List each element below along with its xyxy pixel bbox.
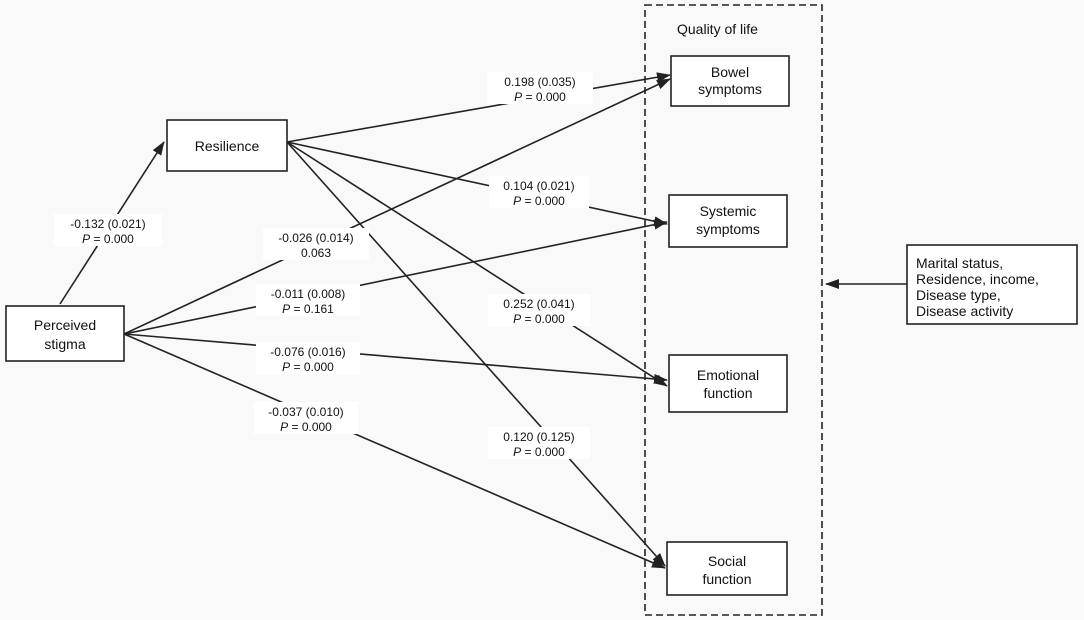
- edge-resilience-to-systemic: [286, 141, 668, 227]
- node-bowel-line-1: Bowel: [711, 64, 749, 80]
- edge-label-coef: -0.026 (0.014): [278, 231, 353, 245]
- node-covariates-line-4: Disease activity: [916, 303, 1013, 319]
- edge-label-resilience-to-systemic: 0.104 (0.021) P = 0.000: [489, 176, 589, 208]
- node-resilience: Resilience: [166, 119, 288, 172]
- node-perceived-stigma-line-1: Perceived: [34, 317, 96, 333]
- edge-label-stigma-to-bowel: -0.026 (0.014) 0.063: [263, 228, 369, 260]
- edge-label-stigma-to-resilience: -0.132 (0.021) P = 0.000: [54, 214, 162, 246]
- edge-label-p: P = 0.000: [513, 194, 565, 208]
- edges: [59, 72, 907, 569]
- edge-label-p: P = 0.000: [513, 445, 565, 459]
- edge-label-resilience-to-emotional: 0.252 (0.041) P = 0.000: [488, 294, 590, 326]
- edge-stigma-to-systemic: [123, 219, 668, 335]
- edge-label-stigma-to-emotional: -0.076 (0.016) P = 0.000: [256, 342, 360, 374]
- node-systemic-symptoms: Systemic symptoms: [668, 194, 788, 248]
- edge-label-p: P = 0.000: [82, 232, 134, 246]
- node-systemic-line-2: symptoms: [696, 221, 760, 237]
- node-emotional-function: Emotional function: [668, 354, 788, 413]
- edge-label-p: P = 0.000: [513, 312, 565, 326]
- node-perceived-stigma: Perceived stigma: [5, 305, 125, 362]
- edge-stigma-to-bowel: [123, 78, 671, 335]
- node-resilience-line-1: Resilience: [195, 138, 260, 154]
- group-title: Quality of life: [677, 21, 758, 37]
- edge-label-p: P = 0.000: [514, 90, 566, 104]
- edge-label-coef: 0.120 (0.125): [503, 430, 574, 444]
- node-covariates: Marital status, Residence, income, Disea…: [906, 244, 1078, 325]
- edge-stigma-to-social: [123, 333, 666, 569]
- edge-label-stigma-to-social: -0.037 (0.010) P = 0.000: [254, 402, 358, 434]
- edge-label-p: P = 0.000: [280, 420, 332, 434]
- quality-of-life-group: [644, 4, 823, 616]
- edge-resilience-to-social: [286, 141, 666, 567]
- node-emotional-line-1: Emotional: [697, 367, 759, 383]
- edge-label-p: P = 0.161: [282, 302, 334, 316]
- node-covariates-line-1: Marital status,: [916, 255, 1003, 271]
- edge-label-coef: -0.132 (0.021): [70, 217, 145, 231]
- edge-resilience-to-emotional: [286, 141, 668, 387]
- edge-label-coef: 0.104 (0.021): [503, 179, 574, 193]
- node-social-function: Social function: [666, 541, 788, 596]
- node-systemic-line-1: Systemic: [700, 203, 757, 219]
- edge-label-stigma-to-systemic: -0.011 (0.008) P = 0.161: [256, 284, 360, 316]
- node-emotional-line-2: function: [703, 385, 752, 401]
- node-covariates-line-2: Residence, income,: [916, 271, 1039, 287]
- node-bowel-line-2: symptoms: [698, 81, 762, 97]
- edge-label-coef: 0.252 (0.041): [503, 297, 574, 311]
- node-social-line-2: function: [702, 571, 751, 587]
- node-bowel-symptoms: Bowel symptoms: [670, 55, 790, 107]
- edge-label-p: 0.063: [301, 246, 331, 260]
- edge-label-coef: -0.011 (0.008): [271, 287, 346, 301]
- node-social-line-1: Social: [708, 553, 746, 569]
- edge-label-resilience-to-bowel: 0.198 (0.035) P = 0.000: [487, 72, 593, 104]
- edge-label-p: P = 0.000: [282, 360, 334, 374]
- node-covariates-line-3: Disease type,: [916, 287, 1001, 303]
- edge-label-coef: -0.037 (0.010): [268, 405, 343, 419]
- edge-resilience-to-bowel: [286, 72, 671, 143]
- edge-stigma-to-emotional: [123, 333, 668, 384]
- node-perceived-stigma-line-2: stigma: [44, 336, 85, 352]
- edge-label-resilience-to-social: 0.120 (0.125) P = 0.000: [488, 427, 590, 459]
- edge-label-coef: 0.198 (0.035): [504, 75, 575, 89]
- edge-label-coef: -0.076 (0.016): [270, 345, 345, 359]
